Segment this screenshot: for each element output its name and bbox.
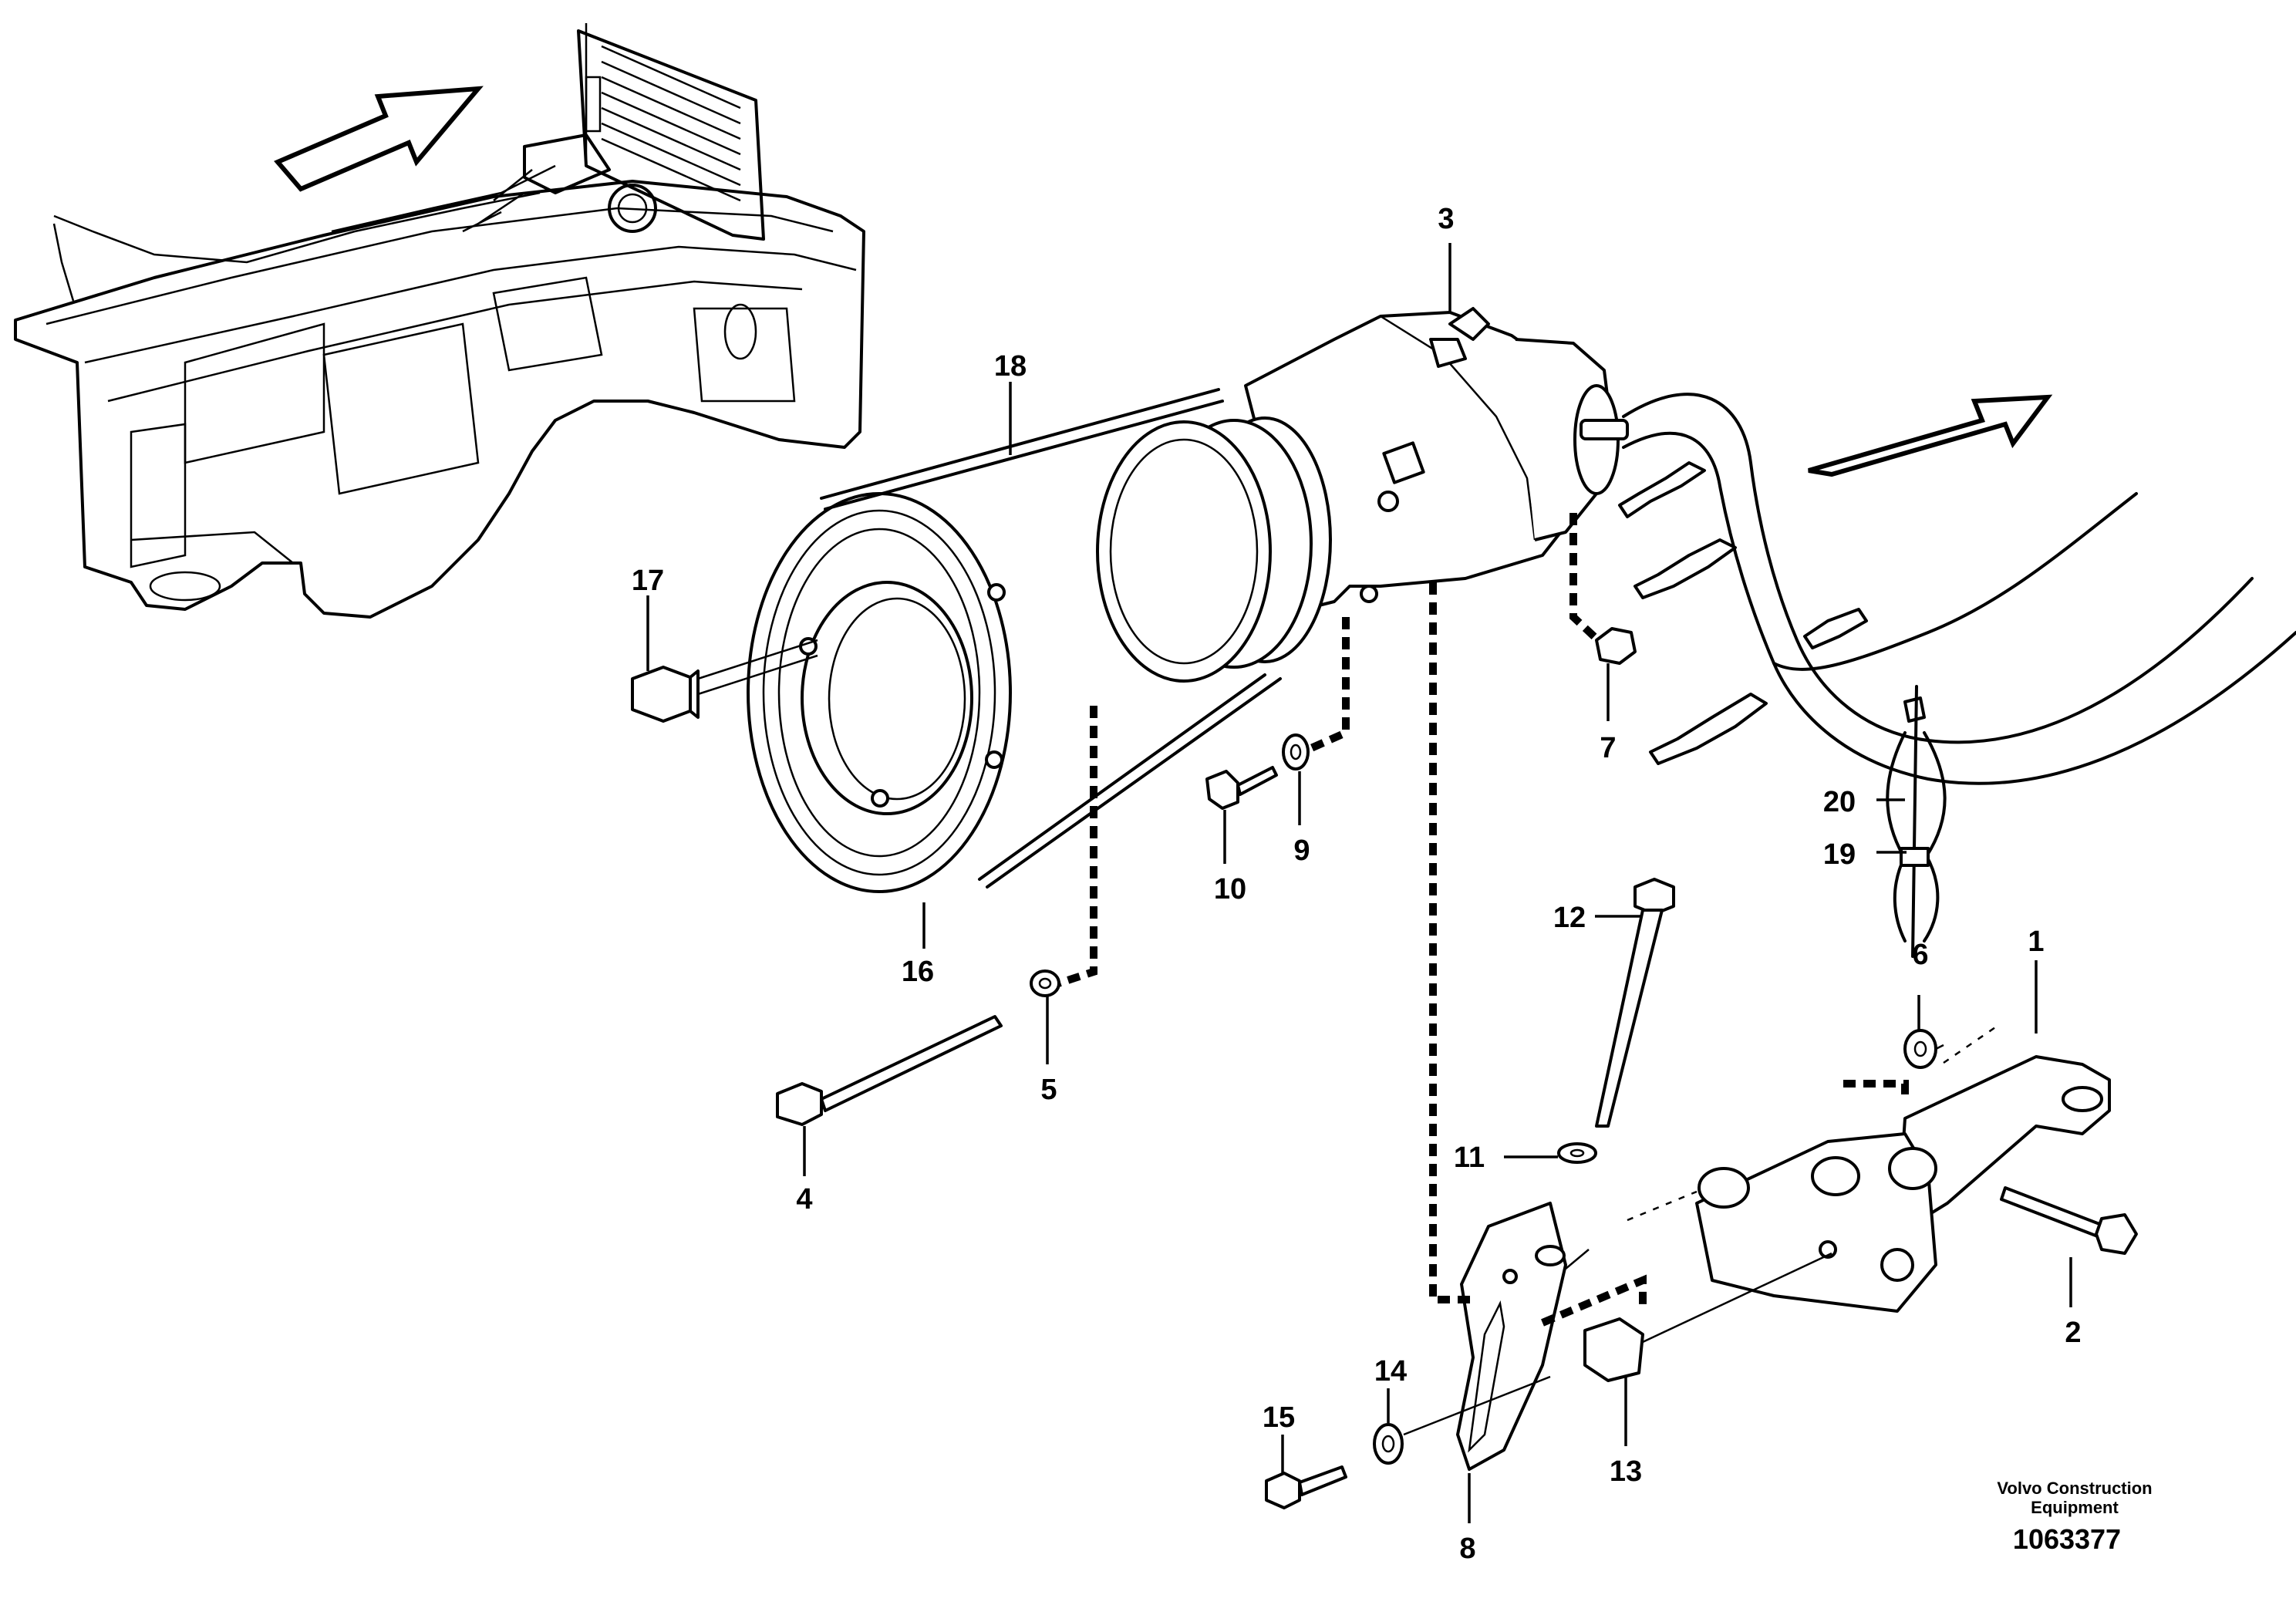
bolt-12	[1595, 878, 1675, 1128]
pulley	[747, 492, 1012, 893]
callout-7: 7	[1600, 732, 1616, 764]
ac-compressor	[1096, 307, 1629, 683]
callout-5: 5	[1040, 1074, 1057, 1106]
leader-lines	[646, 243, 2072, 1523]
drawing-number: 1063377	[2013, 1523, 2121, 1555]
assembly-axis-lines	[1403, 1044, 1944, 1436]
inset-direction-arrow	[274, 86, 484, 192]
company-name-line1: Volvo Construction	[1997, 1479, 2152, 1498]
washer-9	[1282, 733, 1310, 771]
direction-arrow	[1808, 394, 2053, 477]
company-name-line2: Equipment	[2031, 1498, 2119, 1517]
drawing-footer: Volvo Construction Equipment 1063377	[1997, 1479, 2152, 1555]
callout-15: 15	[1263, 1401, 1295, 1434]
callout-20: 20	[1823, 786, 1856, 818]
callout-6: 6	[1912, 939, 1928, 971]
washer-5	[1030, 969, 1060, 997]
frame-overview-inset	[14, 23, 865, 619]
callout-17: 17	[632, 565, 664, 597]
callout-1: 1	[2028, 926, 2044, 958]
callout-8: 8	[1459, 1533, 1475, 1565]
support-arm	[1456, 1202, 1567, 1471]
bolt-10	[1205, 766, 1278, 810]
assembly-dashed-lines	[1057, 513, 1909, 1327]
washer-14	[1373, 1423, 1404, 1465]
drive-belt	[820, 388, 1282, 889]
callout-19: 19	[1823, 838, 1856, 871]
bolt-15	[1265, 1465, 1347, 1509]
callout-9: 9	[1293, 835, 1310, 867]
callout-3: 3	[1438, 203, 1454, 235]
nut-7	[1595, 627, 1637, 665]
callout-10: 10	[1214, 873, 1246, 905]
hose-clamp-assembly	[1886, 685, 1947, 958]
refrigerant-hoses	[1618, 393, 2296, 785]
callouts: 1 2 3 4 5 6 7 8 9 10 11 12 13 14 15 16 1…	[632, 203, 2082, 1565]
callout-14: 14	[1374, 1355, 1407, 1388]
bolt-17	[631, 639, 818, 723]
callout-18: 18	[994, 350, 1027, 383]
callout-4: 4	[796, 1183, 812, 1216]
callout-11: 11	[1454, 1141, 1485, 1174]
callout-16: 16	[902, 956, 934, 988]
callout-2: 2	[2065, 1317, 2081, 1349]
callout-13: 13	[1610, 1455, 1642, 1488]
nut-13	[1583, 1317, 1644, 1382]
bolt-2	[2000, 1186, 2138, 1255]
bracket-assembly	[1627, 1024, 2111, 1313]
washer-6	[1903, 1029, 1937, 1069]
washer-11	[1557, 1142, 1597, 1164]
bolt-4	[776, 1015, 1003, 1126]
callout-12: 12	[1553, 902, 1586, 934]
